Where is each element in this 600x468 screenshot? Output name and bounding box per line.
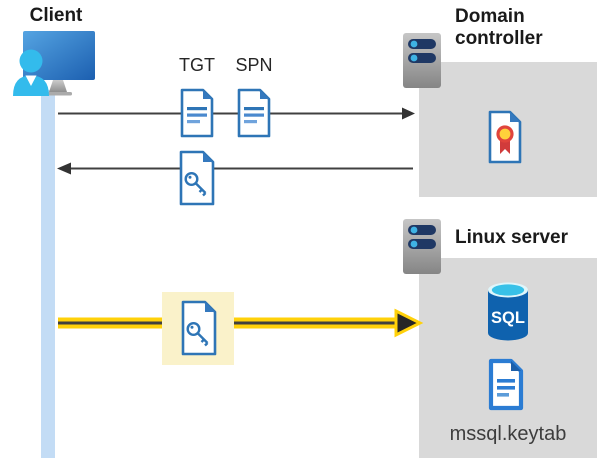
monitor-base: [44, 92, 72, 96]
keytab-document-icon: [488, 358, 524, 411]
domain-controller-label: Domain controller: [455, 6, 543, 50]
spn-label: SPN: [235, 55, 273, 75]
certificate-ribbon: [500, 139, 510, 154]
linux-server-icon: [403, 219, 441, 274]
linux-server-label: Linux server: [455, 227, 568, 248]
person-head: [19, 49, 43, 73]
person-collar: [25, 75, 37, 86]
tgt-label: TGT: [179, 55, 215, 75]
key-glyph: [184, 172, 207, 197]
client-timeline-bar: [41, 90, 55, 458]
arrow-client-to-dc: [58, 107, 415, 120]
spn-document-icon: [237, 88, 271, 138]
client-label: Client: [29, 5, 83, 26]
key-document-icon-highlighted: [181, 300, 217, 356]
domain-controller-server-icon: [403, 33, 441, 88]
key-glyph: [186, 322, 209, 347]
monitor-icon: [23, 31, 95, 80]
sql-icon-text: SQL: [491, 309, 525, 327]
tgt-document-icon: [180, 88, 214, 138]
client-workstation-icon: [13, 31, 95, 96]
arrow-client-to-linux: [58, 308, 424, 338]
certificate-icon: [488, 110, 522, 164]
certificate-seal: [496, 125, 514, 143]
keytab-filename-label: mssql.keytab: [449, 423, 567, 445]
monitor-stand: [49, 80, 67, 92]
key-document-icon: [179, 150, 215, 206]
sql-database-icon: SQL: [488, 282, 528, 341]
arrow-dc-to-client: [57, 162, 413, 175]
